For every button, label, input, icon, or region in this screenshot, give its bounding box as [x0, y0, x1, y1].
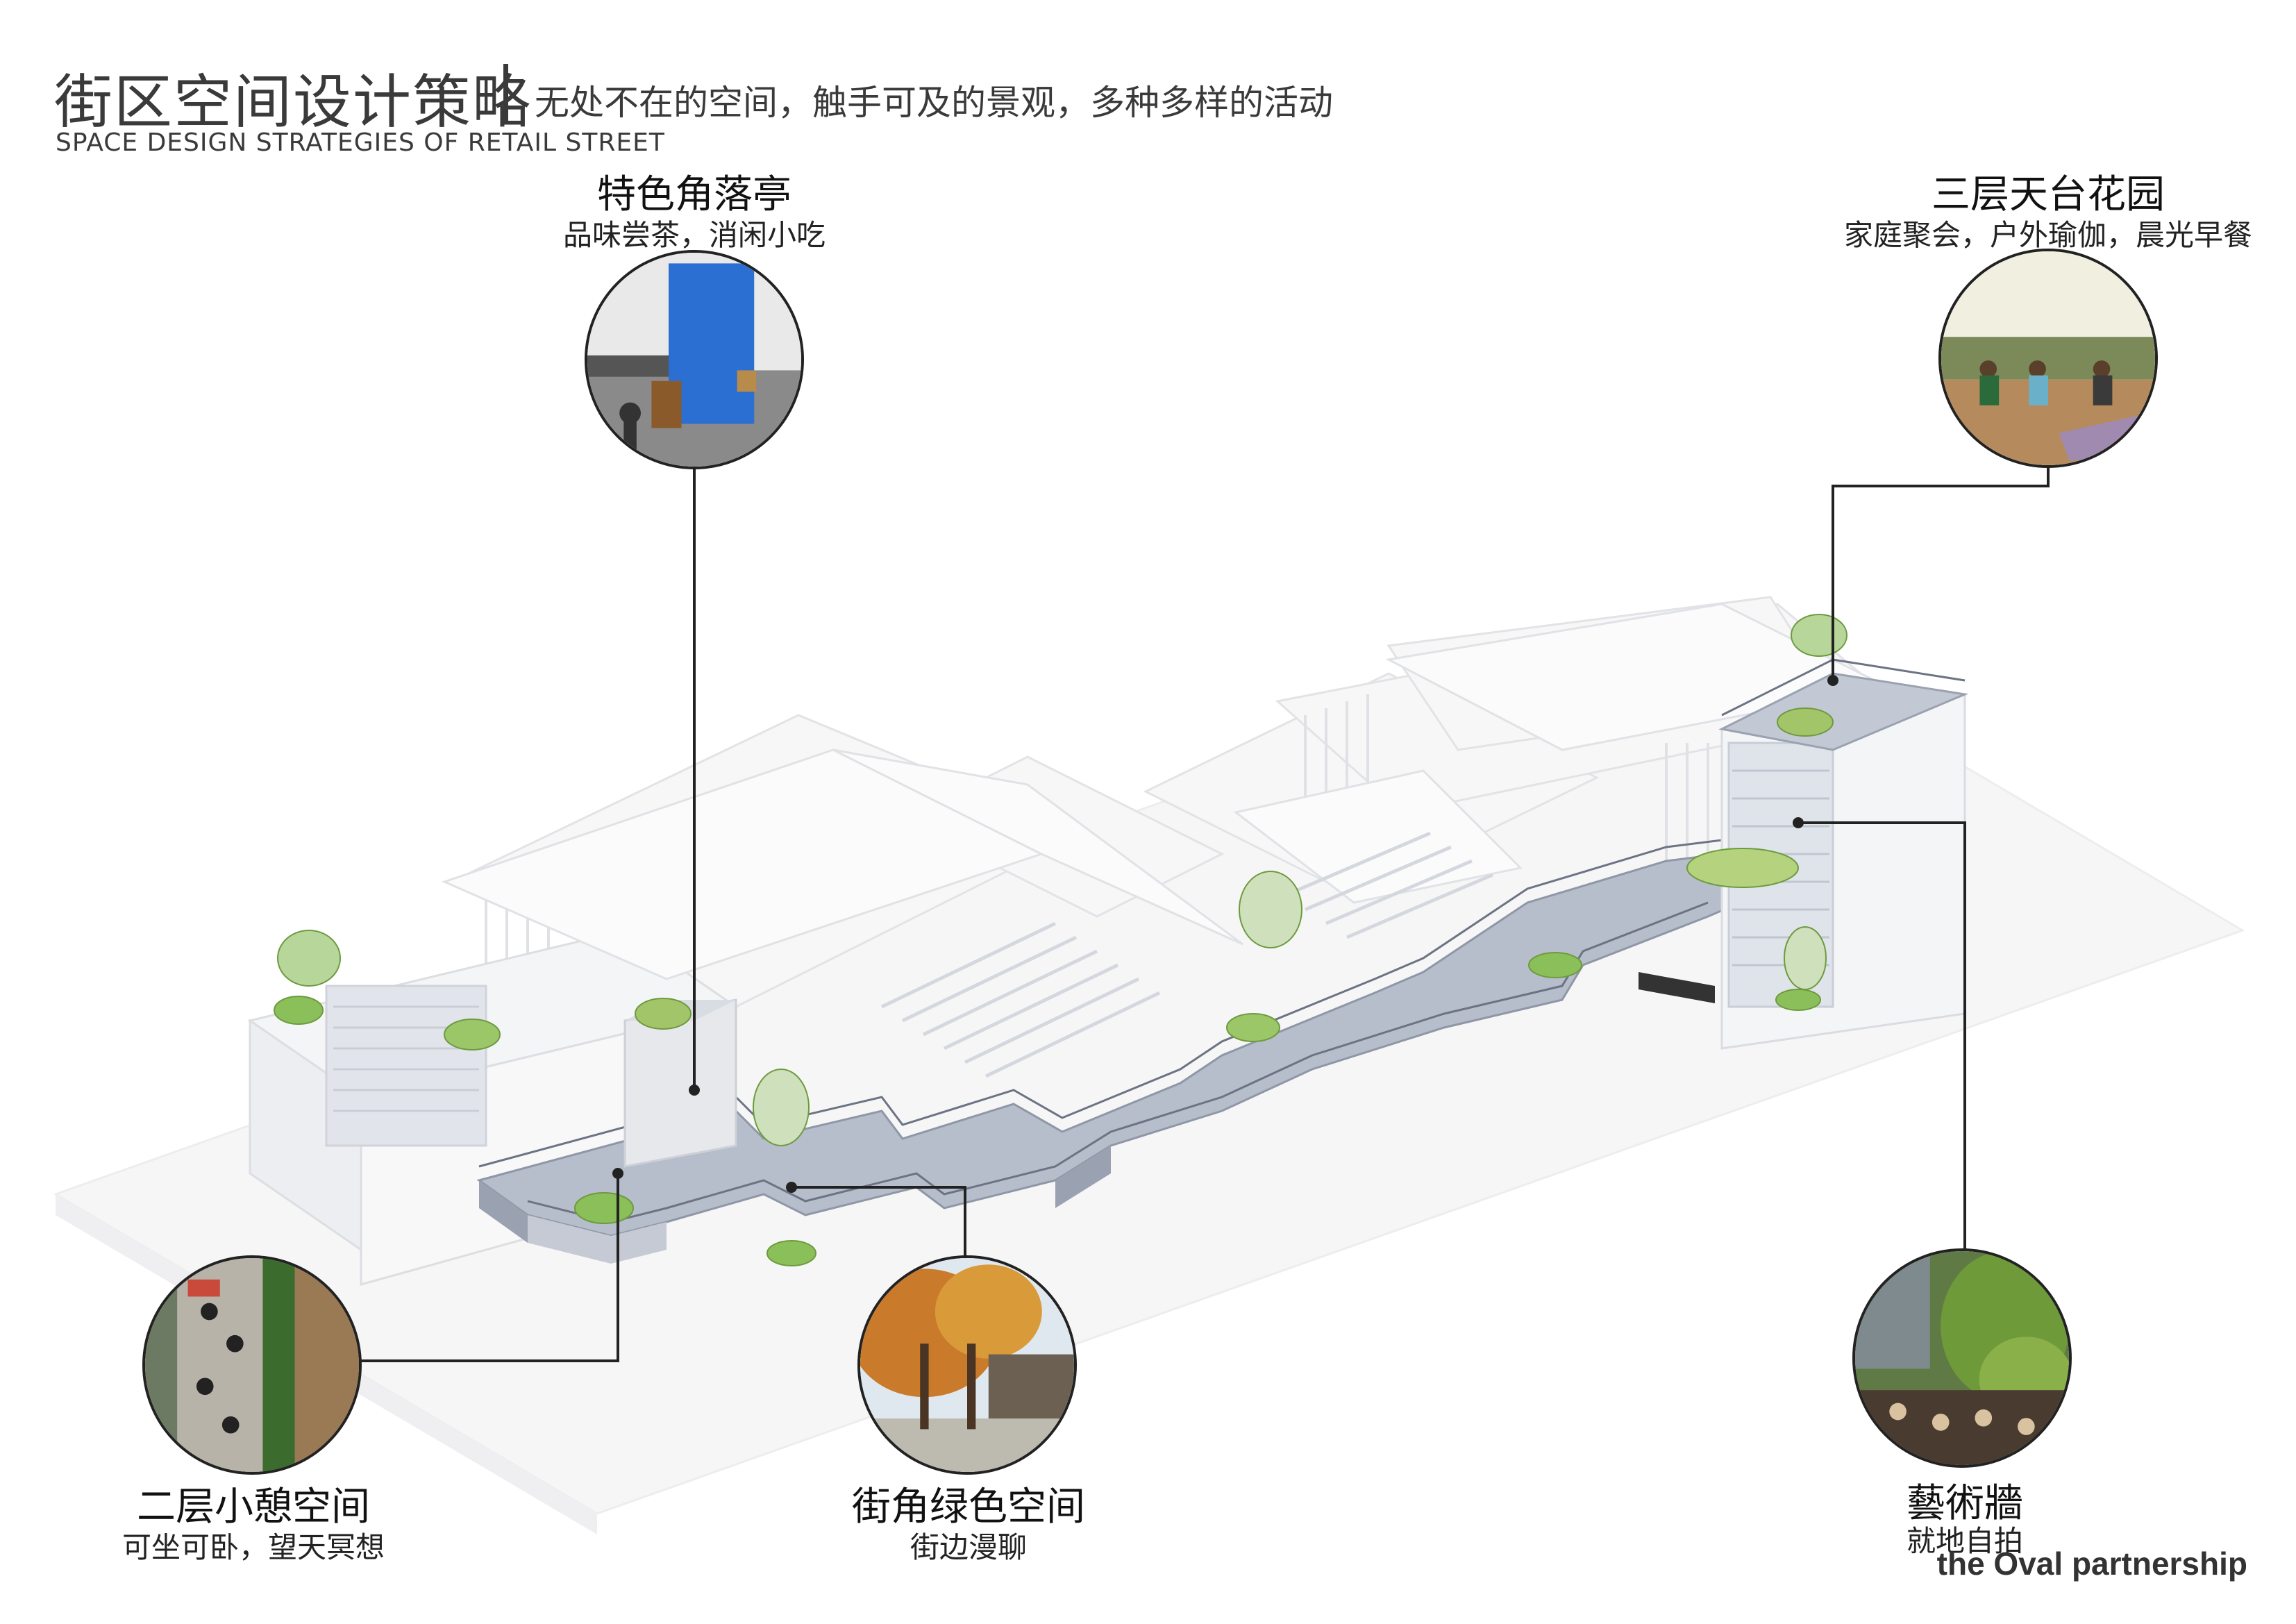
art-wall-photo — [1852, 1248, 2072, 1468]
company-logo: the Oval partnership — [1936, 1546, 2247, 1582]
callout-subtitle-artwall: 就地自拍 — [1906, 1524, 2023, 1558]
page-title: 街区空间设计策略 — [54, 68, 533, 136]
callout-title-roof: 三层天台花园 — [1932, 172, 2165, 217]
callout-subtitle-green: 街边漫聊 — [910, 1530, 1027, 1564]
callout-title-rest: 二层小憩空间 — [137, 1484, 370, 1530]
elevated-walkway — [476, 846, 1807, 1264]
roof-garden-photo — [1938, 249, 2158, 468]
leader-dots — [612, 675, 1838, 1193]
ground-plane — [53, 610, 2245, 1515]
callout-title-kiosk: 特色角落亭 — [597, 172, 791, 217]
kiosk-photo — [585, 250, 804, 469]
title-divider — [503, 64, 508, 124]
planters — [274, 614, 1847, 1266]
callout-subtitle-rest: 可坐可卧，望天冥想 — [121, 1530, 385, 1564]
callout-title-green: 街角绿色空间 — [852, 1484, 1085, 1530]
callout-title-artwall: 藝術牆 — [1907, 1481, 2023, 1526]
callout-subtitle-roof: 家庭聚会，户外瑜伽，晨光早餐 — [1843, 218, 2252, 252]
rest-space-photo — [142, 1255, 362, 1475]
leader-lines — [354, 417, 2050, 1362]
page-subtitle: 无处不在的空间，触手可及的景观，多种多样的活动 — [535, 83, 1333, 123]
callout-subtitle-kiosk: 品味尝茶，消闲小吃 — [562, 218, 826, 252]
pergola — [880, 831, 1493, 1078]
page-title-english: SPACE DESIGN STRATEGIES OF RETAIL STREET — [56, 128, 665, 157]
corner-green-photo — [857, 1255, 1077, 1475]
